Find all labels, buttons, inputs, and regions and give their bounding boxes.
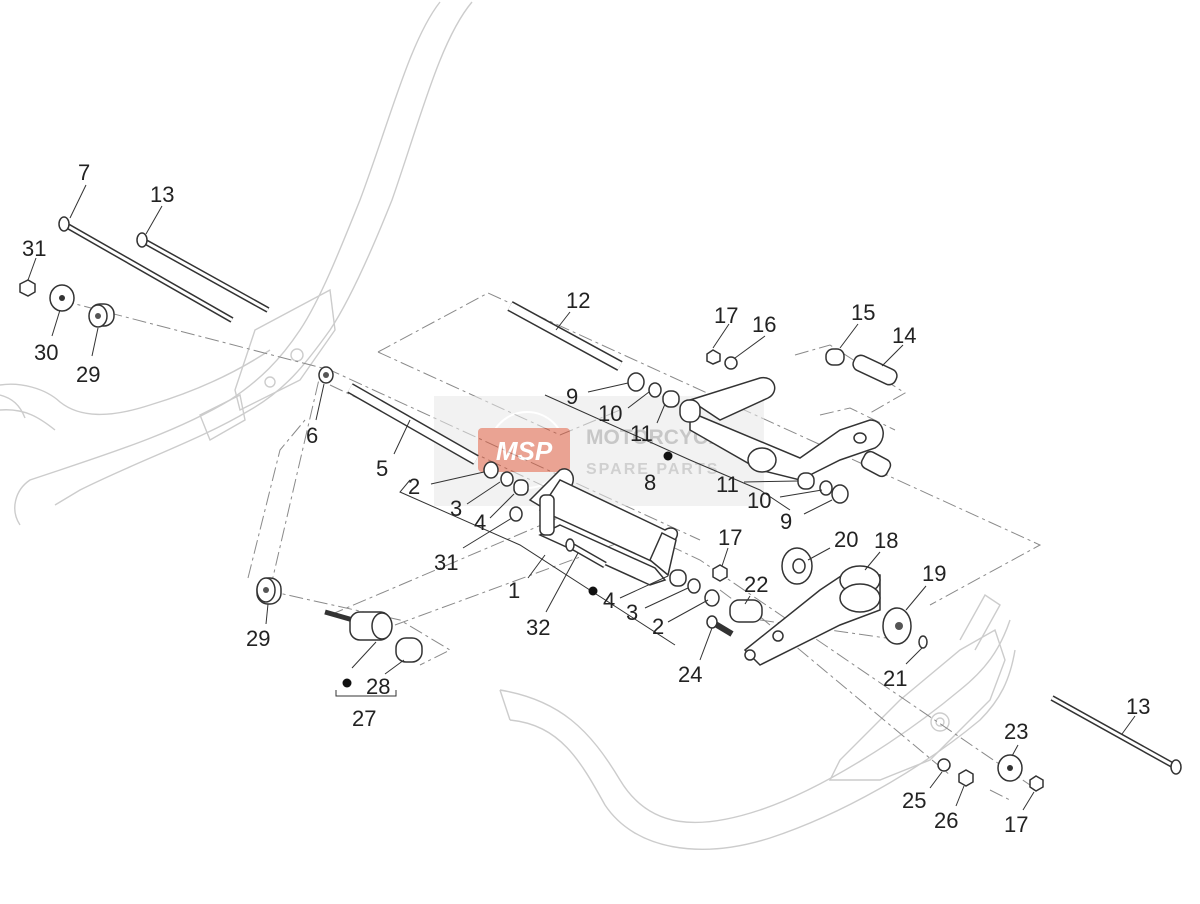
callout-7: 7 [78, 160, 90, 185]
callout-9-upper: 9 [566, 384, 578, 409]
bushing-28-icon [395, 637, 423, 663]
bushing-10-upper-icon [648, 382, 662, 398]
watermark-line2: SPARE PARTS [586, 461, 719, 478]
callout-3-upper: 3 [450, 496, 462, 521]
washer-9-upper-icon [627, 372, 645, 392]
bushing-10-lower-icon [819, 480, 833, 496]
callout-8: 8 [644, 470, 656, 495]
washer-25-icon [937, 758, 951, 772]
bracket-18-icon [743, 565, 881, 666]
bushing-11-lower-icon [797, 472, 815, 490]
bushing-15-icon [825, 348, 845, 366]
washer-9-lower-icon [831, 484, 849, 504]
callout-9-lower: 9 [780, 509, 792, 534]
bushing-29-upper-icon [88, 303, 115, 328]
watermark: MSP MOTORCYCLE SPARE PARTS [434, 396, 764, 506]
callout-17-lower: 17 [1004, 812, 1028, 837]
spacer-6-icon [318, 366, 334, 384]
bushing-22-icon [729, 599, 763, 623]
callout-13-lower: 13 [1126, 694, 1150, 719]
callout-31-center: 31 [434, 550, 458, 575]
washer-16-icon [724, 356, 738, 370]
callout-labels: 7 13 31 30 29 6 5 12 9 10 11 8 17 16 15 … [22, 160, 1150, 837]
washer-23-icon [997, 754, 1023, 782]
callout-1: 1 [508, 578, 520, 603]
bushing-3-upper-icon [500, 471, 514, 487]
callout-4-lower: 4 [603, 588, 615, 613]
callout-26: 26 [934, 808, 958, 833]
washer-19-icon [882, 607, 912, 645]
clip-21-icon [918, 635, 928, 649]
callout-21: 21 [883, 666, 907, 691]
callout-28: 28 [366, 674, 390, 699]
bushing-4-upper-icon [513, 479, 529, 496]
callout-17-middle: 17 [718, 525, 742, 550]
washer-30-icon [49, 284, 75, 312]
callout-29-lower: 29 [246, 626, 270, 651]
nut-26-icon [958, 769, 974, 787]
callout-31-left: 31 [22, 236, 46, 261]
watermark-logo: MSP [496, 436, 553, 466]
washer-2-upper-icon [483, 461, 499, 479]
callout-10-lower: 10 [747, 488, 771, 513]
callout-25: 25 [902, 788, 926, 813]
callout-12: 12 [566, 288, 590, 313]
callout-4-upper: 4 [474, 510, 486, 535]
bushing-4-lower-icon [669, 569, 687, 587]
nut-17-top-icon [706, 349, 721, 365]
nut-17-middle-icon [712, 564, 728, 582]
callout-18: 18 [874, 528, 898, 553]
callout-10-upper: 10 [598, 401, 622, 426]
callout-16: 16 [752, 312, 776, 337]
callout-27: 27 [352, 706, 376, 731]
callout-5: 5 [376, 456, 388, 481]
bushing-3-lower-icon [687, 578, 701, 594]
callout-6: 6 [306, 423, 318, 448]
callout-2-lower: 2 [652, 614, 664, 639]
bullet-dot-27 [342, 678, 352, 688]
pin-5-icon [347, 383, 479, 465]
callout-32: 32 [526, 615, 550, 640]
callout-30: 30 [34, 340, 58, 365]
callout-3-lower: 3 [626, 600, 638, 625]
bullet-dot-1 [588, 586, 598, 596]
scooter-frame [0, 1, 1016, 850]
bolt-13-upper-icon [136, 232, 270, 313]
pin-14-icon [852, 354, 898, 386]
pin-12-icon [507, 301, 623, 371]
callout-19: 19 [922, 561, 946, 586]
callout-2-upper: 2 [408, 474, 420, 499]
callout-11-upper: 11 [630, 421, 653, 446]
bolt-13-lower-icon [1050, 695, 1182, 775]
callout-17-top: 17 [714, 303, 738, 328]
callout-24: 24 [678, 662, 702, 687]
callout-15: 15 [851, 300, 875, 325]
nut-17-lower-icon [1029, 775, 1044, 792]
nut-31-left-icon [19, 279, 36, 297]
bushing-11-upper-icon [662, 390, 680, 408]
bushing-20-icon [781, 547, 813, 585]
callout-13-upper: 13 [150, 182, 174, 207]
nut-31-center-icon [509, 506, 523, 522]
callout-11-lower: 11 [716, 472, 739, 497]
parts [19, 216, 1182, 792]
callout-20: 20 [834, 527, 858, 552]
bolt-7-icon [58, 216, 234, 323]
leader-lines [27, 184, 1136, 811]
callout-23: 23 [1004, 719, 1028, 744]
bolt-27-icon [324, 609, 393, 641]
bolt-32-icon [565, 538, 607, 569]
watermark-logo-box [478, 428, 570, 472]
washer-2-lower-icon [704, 589, 720, 607]
bushing-29-lower-icon [256, 577, 282, 605]
swing-arm-link-icon [679, 377, 892, 481]
callout-29-upper: 29 [76, 362, 100, 387]
bullet-dot-8 [663, 451, 673, 461]
callout-14: 14 [892, 323, 916, 348]
callout-22: 22 [744, 572, 768, 597]
